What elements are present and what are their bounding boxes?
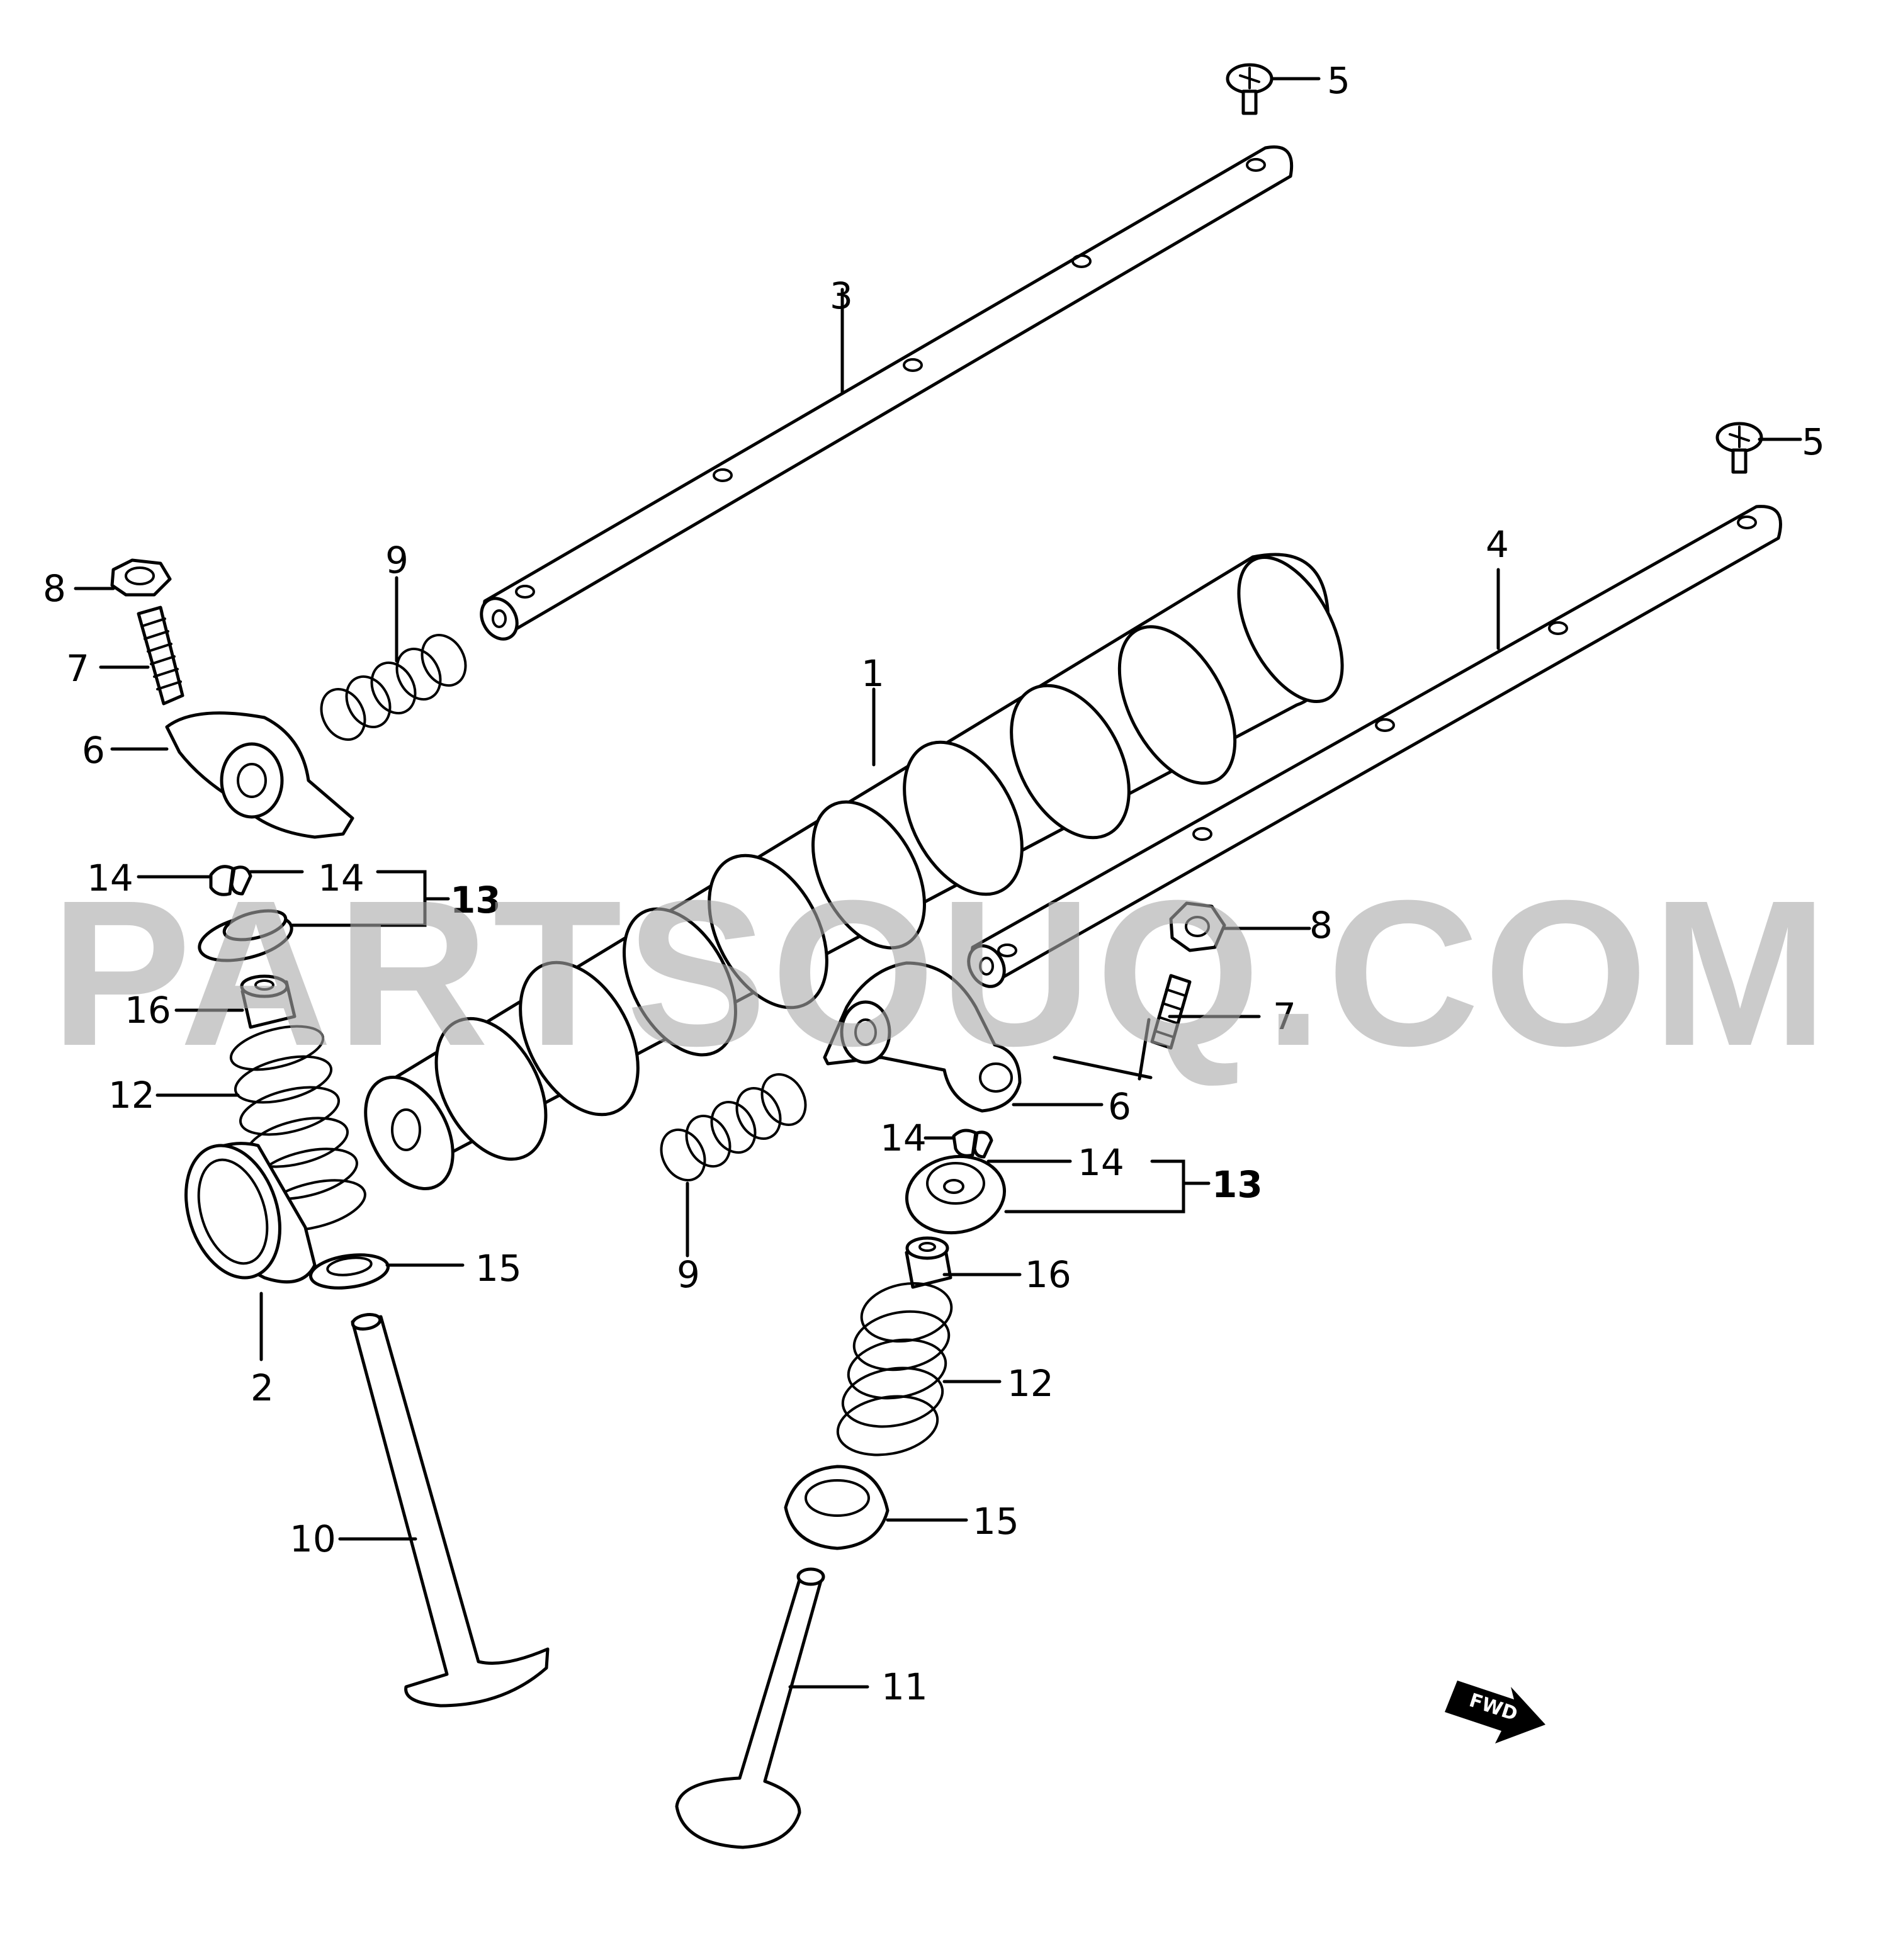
label-rocker-arm-right: 6: [1108, 1085, 1131, 1128]
valve-spring-right: [836, 1281, 953, 1456]
label-spring-seat-left: 15: [475, 1247, 522, 1290]
leader-lines: [74, 77, 1802, 1689]
label-camshaft-shaft-3: 3: [830, 274, 853, 317]
rocker-arm-right: [823, 961, 1022, 1113]
valve-intake: [351, 1313, 550, 1708]
label-stem-seal-left: 16: [125, 989, 171, 1032]
label-cotter-right-b: 14: [1078, 1141, 1124, 1184]
label-spring-seat-right: 15: [973, 1500, 1019, 1543]
label-valve-intake: 10: [290, 1518, 336, 1560]
lock-nut-left: [110, 558, 172, 597]
stem-seal-left: [240, 974, 297, 1029]
adjusting-screw-right: [1150, 974, 1192, 1050]
label-stem-seal-right: 16: [1025, 1253, 1071, 1296]
callout-labels: 3 4 1 5 5 9 9 8 8 7 7 6 6 14 14 13 14 14…: [43, 59, 1825, 1708]
label-oil-seal: 2: [251, 1366, 274, 1409]
label-adjusting-screw-left: 7: [66, 647, 89, 690]
label-spring-lower: 9: [677, 1253, 700, 1296]
label-retainer-group-right: 13: [1212, 1163, 1263, 1206]
label-cotter-right-a: 14: [880, 1117, 927, 1159]
label-screw-upper: 5: [1327, 59, 1350, 102]
label-screw-lower: 5: [1802, 420, 1825, 463]
watermark-text: PARTSOUQ.COM: [50, 857, 1832, 1089]
label-camshaft-1: 1: [861, 652, 884, 695]
retainer-left: [198, 909, 293, 962]
spring-lower: [660, 1073, 807, 1182]
fwd-arrow-marker: FWD: [1445, 1681, 1545, 1743]
rocker-arm-left: [165, 711, 354, 839]
stem-seal-right: [905, 1236, 952, 1289]
label-valve-spring-right: 12: [1007, 1362, 1054, 1405]
spring-seat-right: [784, 1465, 890, 1550]
label-cotter-left-a: 14: [87, 857, 133, 899]
spring-upper: [320, 633, 467, 741]
label-lock-nut-left: 8: [43, 567, 66, 610]
valve-exhaust: [675, 1567, 825, 1849]
rocker-shaft-upper: [480, 145, 1294, 641]
label-rocker-shaft-4: 4: [1486, 523, 1509, 566]
label-spring-upper: 9: [385, 539, 409, 582]
label-lock-nut-right: 8: [1309, 904, 1333, 947]
camshaft: [364, 553, 1344, 1190]
lock-nut-right: [1169, 901, 1226, 952]
cotters-left: [209, 865, 252, 896]
label-adjusting-screw-right: 7: [1273, 995, 1296, 1038]
spring-seat-left: [309, 1253, 390, 1290]
retainer-right: [905, 1154, 1007, 1235]
adjusting-screw-left: [137, 605, 184, 706]
label-cotter-left-b: 14: [318, 857, 364, 899]
label-valve-spring-left: 12: [108, 1074, 155, 1117]
oil-seal: [184, 1142, 317, 1284]
label-rocker-arm-left: 6: [82, 729, 105, 772]
rocker-shaft-lower: [967, 505, 1782, 988]
screw-upper: [1226, 63, 1274, 115]
cotters-right: [952, 1129, 993, 1159]
screw-lower: [1715, 422, 1763, 474]
label-valve-exhaust: 11: [881, 1665, 928, 1708]
label-retainer-group-left: 13: [450, 879, 501, 921]
